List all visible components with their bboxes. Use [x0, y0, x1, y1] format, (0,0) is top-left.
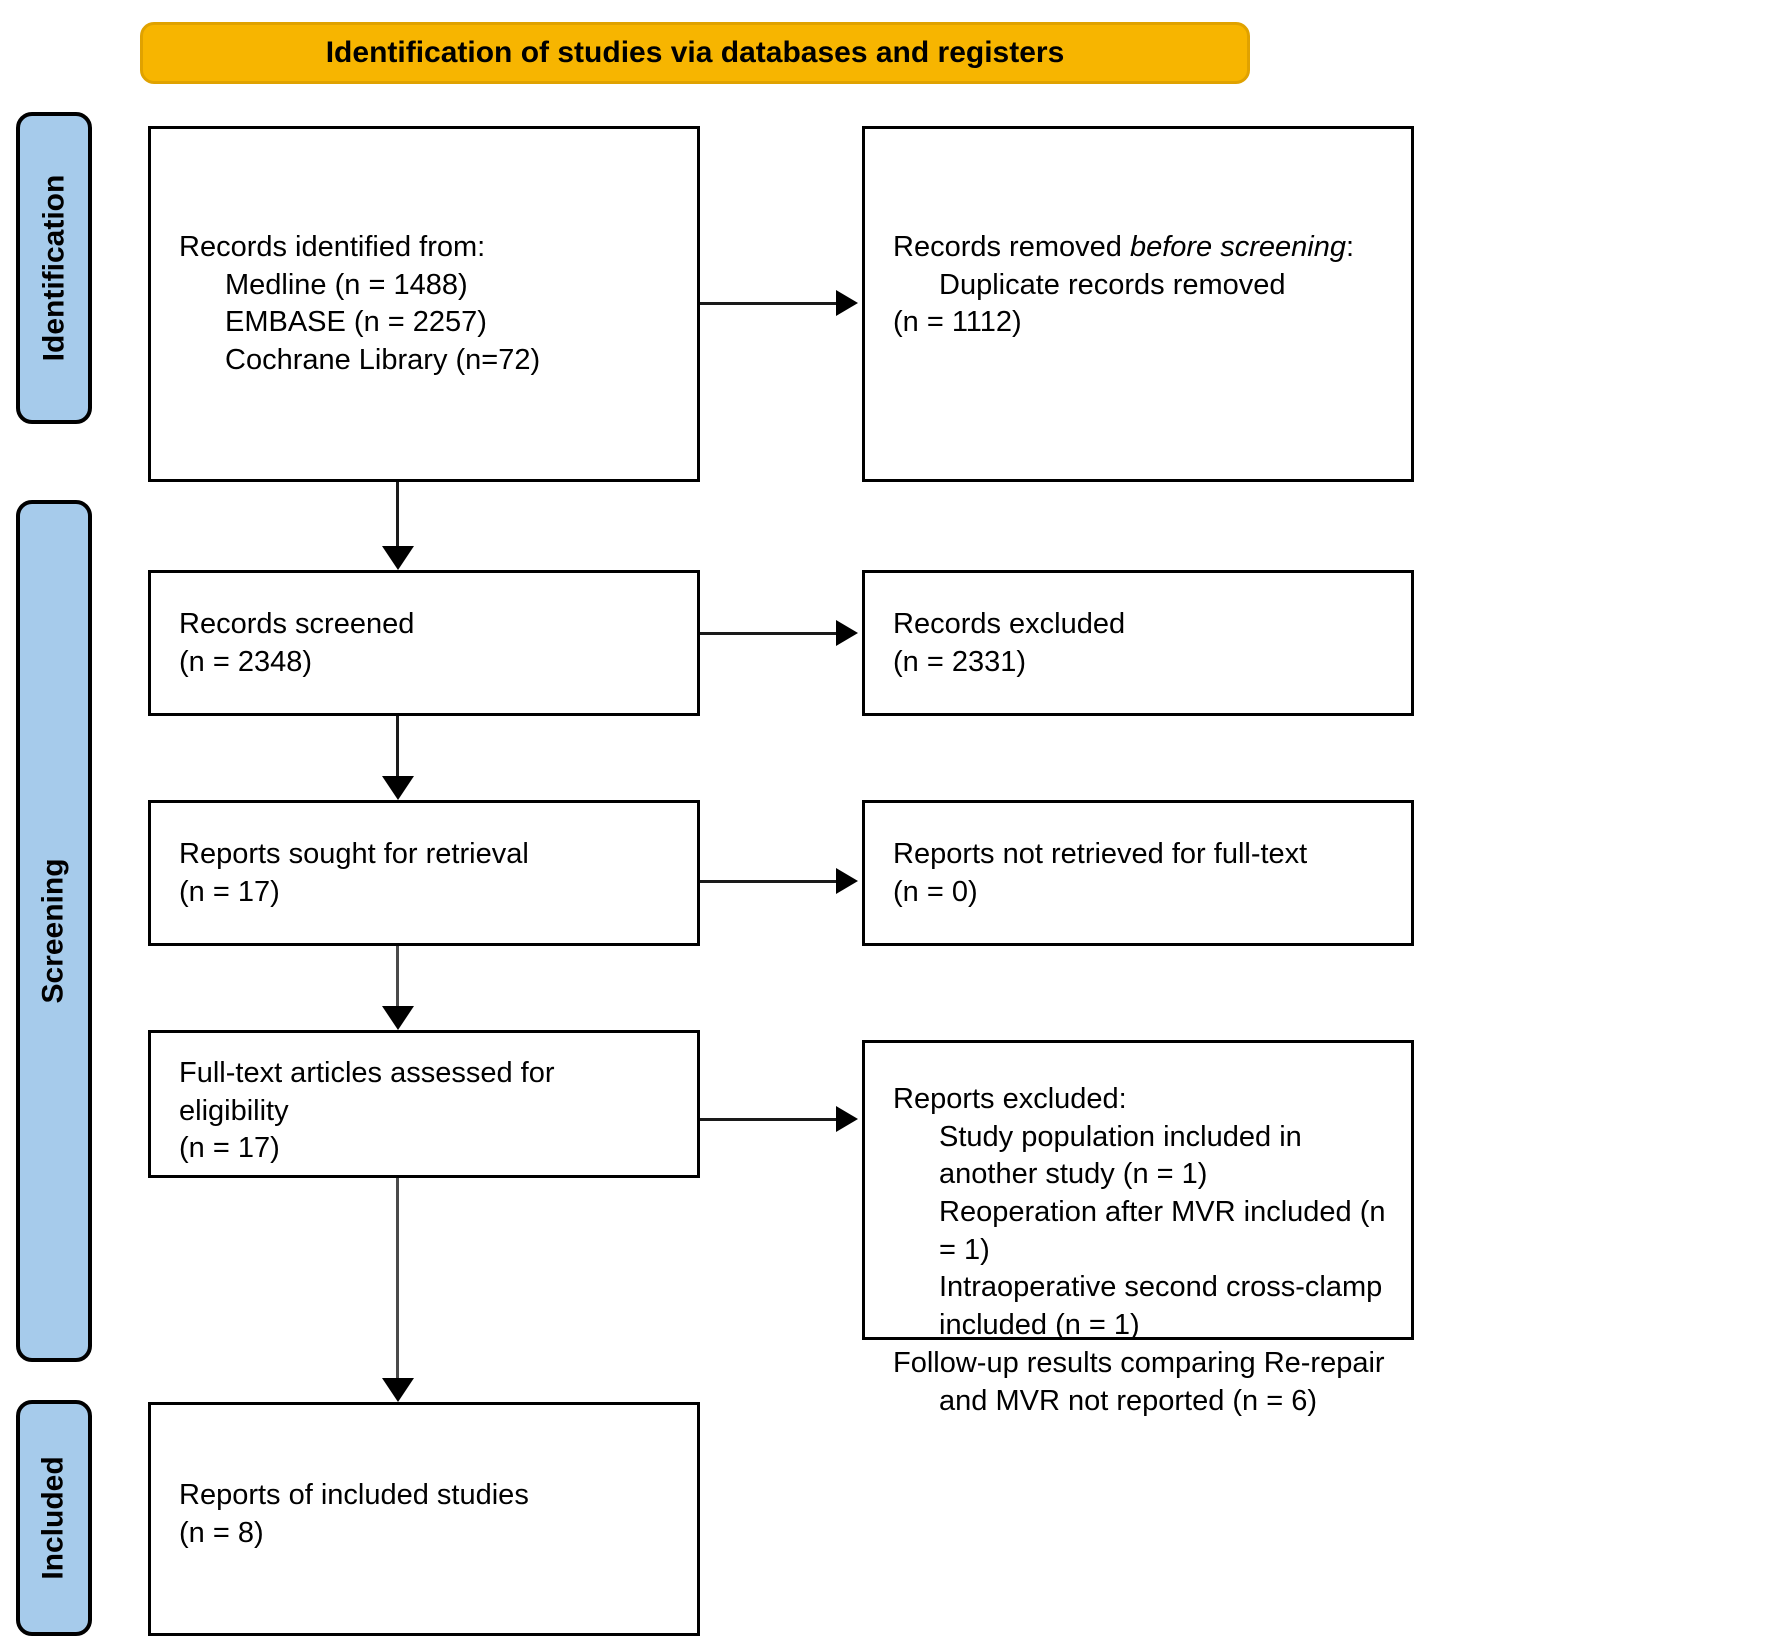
box-records-excluded: Records excluded (n = 2331) — [862, 570, 1414, 716]
records-identified-line-3: Cochrane Library (n=72) — [225, 344, 541, 377]
records-excluded-line-0: Records excluded — [893, 608, 1126, 640]
records-removed-italic: before screening — [1129, 231, 1346, 263]
reports-not-retrieved-line-0: Reports not retrieved for full-text — [893, 838, 1308, 870]
records-removed-line-1: (n = 1112) — [893, 306, 1022, 339]
reports-excluded-item-1: Reoperation after MVR included (n = 1) — [939, 1196, 1394, 1266]
connector-screened-down — [396, 716, 399, 790]
records-screened-line-1: (n = 2348) — [179, 645, 313, 678]
records-removed-heading: Records removed before screening: — [893, 229, 1395, 267]
arrowhead-sought-to-not-retrieved — [836, 868, 858, 894]
reports-not-retrieved-line-1: (n = 0) — [893, 875, 978, 908]
box-reports-sought-for-retrieval: Reports sought for retrieval (n = 17) — [148, 800, 700, 946]
records-removed-line-0: Duplicate records removed — [939, 268, 1286, 301]
connector-screened-to-excluded — [700, 632, 840, 635]
included-studies-line-0: Reports of included studies — [179, 1479, 529, 1511]
box-records-screened: Records screened (n = 2348) — [148, 570, 700, 716]
box-records-removed-before-screening: Records removed before screening: Duplic… — [862, 126, 1414, 482]
box-full-text-assessed: Full-text articles assessed for eligibil… — [148, 1030, 700, 1178]
phase-tab-screening-label: Screening — [37, 858, 70, 1004]
records-identified-line-1: Medline (n = 1488) — [225, 268, 468, 301]
arrowhead-screened-to-excluded — [836, 620, 858, 646]
banner-identification-header: Identification of studies via databases … — [140, 22, 1250, 84]
connector-identified-to-removed — [700, 302, 840, 305]
arrowhead-assessed-to-excluded — [836, 1106, 858, 1132]
arrowhead-identified-to-removed — [836, 290, 858, 316]
reports-excluded-item-3: Follow-up results comparing Re-repair an… — [893, 1346, 1393, 1417]
box-reports-not-retrieved: Reports not retrieved for full-text (n =… — [862, 800, 1414, 946]
records-identified-line-2: EMBASE (n = 2257) — [225, 306, 487, 339]
phase-tab-screening: Screening — [16, 500, 92, 1362]
connector-sought-to-not-retrieved — [700, 880, 840, 883]
phase-tab-identification: Identification — [16, 112, 92, 424]
records-removed-colon: : — [1345, 231, 1355, 263]
full-text-assessed-line-1: eligibility — [179, 1094, 289, 1127]
phase-tab-included-label: Included — [37, 1456, 70, 1580]
records-screened-line-0: Records screened — [179, 608, 415, 640]
records-excluded-line-1: (n = 2331) — [893, 645, 1027, 678]
box-reports-excluded-detail: Reports excluded: Study population inclu… — [862, 1040, 1414, 1417]
arrowhead-sought-down — [382, 1006, 414, 1030]
arrowhead-screened-down — [382, 776, 414, 800]
arrowhead-identified-down — [382, 546, 414, 570]
connector-identified-down — [396, 482, 399, 560]
connector-assessed-down — [396, 1178, 399, 1392]
reports-sought-line-1: (n = 17) — [179, 875, 280, 908]
phase-tab-included: Included — [16, 1400, 92, 1636]
reports-excluded-item-0: Study population included in another stu… — [939, 1120, 1310, 1191]
included-studies-line-1: (n = 8) — [179, 1516, 264, 1549]
reports-sought-line-0: Reports sought for retrieval — [179, 838, 529, 870]
arrowhead-assessed-down — [382, 1378, 414, 1402]
box-reports-of-included-studies: Reports of included studies (n = 8) — [148, 1402, 700, 1636]
full-text-assessed-line-0: Full-text articles assessed for — [179, 1057, 555, 1089]
reports-excluded-title: Reports excluded: — [893, 1083, 1127, 1115]
phase-tab-identification-label: Identification — [37, 174, 71, 362]
records-removed-lead: Records removed — [893, 231, 1130, 263]
connector-sought-down — [396, 946, 399, 1020]
records-identified-line-0: Records identified from: — [179, 231, 486, 263]
full-text-assessed-line-2: (n = 17) — [179, 1132, 280, 1165]
connector-assessed-to-excluded — [700, 1118, 840, 1121]
box-records-identified: Records identified from: Medline (n = 14… — [148, 126, 700, 482]
reports-excluded-item-2: Intraoperative second cross-clamp includ… — [939, 1271, 1391, 1342]
